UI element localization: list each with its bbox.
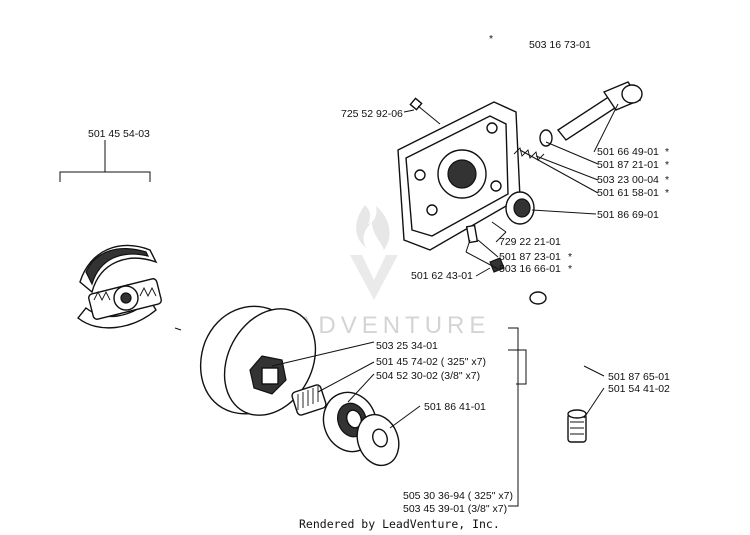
footer-credit: Rendered by LeadVenture, Inc. [299, 517, 500, 531]
label-5031666: 503 16 66-01 [499, 263, 561, 275]
washer [356, 413, 400, 467]
pump-spring [513, 147, 545, 161]
pump-hole-2 [426, 204, 438, 216]
rim-bore [346, 409, 362, 429]
label-5032300: 503 23 00-04 [597, 174, 659, 186]
needle-bearing [291, 384, 327, 416]
label-5018721: 501 87 21-01 [597, 159, 659, 171]
label-7255292: 725 52 92-06 [341, 108, 403, 120]
leader-5016158 [519, 149, 599, 194]
leader-5018669 [531, 209, 597, 215]
leader-5032534 [271, 341, 375, 367]
leader-7255292 [403, 109, 415, 113]
pump-hole-4 [490, 180, 502, 192]
label-7292221: 729 22 21-01 [499, 236, 561, 248]
seal-ring [539, 129, 553, 147]
pump-chamber-inner [447, 159, 477, 189]
label-5031673: 503 16 73-01 [529, 39, 591, 51]
label-5031666-star: * [568, 263, 572, 275]
pump-hole-3 [486, 122, 498, 134]
worm-inner [513, 198, 531, 218]
kit-bracket [508, 327, 519, 507]
watermark-flame-icon [350, 205, 398, 300]
screw-head [465, 224, 479, 244]
label-5032300-star: * [665, 174, 669, 186]
clutch-drum [199, 305, 317, 416]
leader-5018641 [389, 405, 421, 429]
leader-5018723 [477, 239, 499, 258]
leader-5045230 [347, 373, 375, 403]
washer-hole [372, 428, 388, 448]
label-5032534: 503 25 34-01 [376, 340, 438, 352]
oil-pump [397, 101, 521, 251]
spring-coil [513, 147, 545, 161]
screw-tip [465, 239, 471, 253]
label-5016158: 501 61 58-01 [597, 187, 659, 199]
label-5034539: 503 45 39-01 (3/8" x7) [403, 503, 507, 515]
clutch-spring-right [139, 286, 157, 298]
label-5018641: 501 86 41-01 [424, 401, 486, 413]
nut [489, 257, 505, 273]
hose-fitting [529, 291, 547, 305]
hose-outer [537, 297, 581, 393]
leader-5014574 [317, 361, 375, 393]
nut-body [489, 257, 505, 273]
adjust-screw [465, 224, 479, 253]
pin [491, 221, 507, 233]
pump-hole-1 [414, 169, 426, 181]
oil-hose [529, 291, 582, 393]
label-5016243: 501 62 43-01 [411, 270, 473, 282]
worm-gear [505, 191, 535, 225]
plunger-end [621, 84, 643, 104]
label-top-star: * [489, 33, 493, 45]
oil-filter [567, 409, 587, 443]
filter-top [567, 409, 587, 419]
label-5018721-star: * [665, 159, 669, 171]
clutch-assembly [59, 140, 162, 329]
label-5016649-star: * [665, 146, 669, 158]
label-5014554: 501 45 54-03 [88, 128, 150, 140]
label-5018723: 501 87 23-01 [499, 251, 561, 263]
label-5018765: 501 87 65-01 [608, 371, 670, 383]
label-5016158-star: * [665, 187, 669, 199]
sprocket-bracket [508, 349, 527, 385]
label-5018723-star: * [568, 251, 572, 263]
label-5014574: 501 45 74-02 ( 325" x7) [376, 356, 486, 368]
hose-inner [537, 296, 582, 393]
label-5018669: 501 86 69-01 [597, 209, 659, 221]
label-5045230: 504 52 30-02 (3/8" x7) [376, 370, 480, 382]
pump-seal [539, 129, 553, 147]
label-5015441: 501 54 41-02 [608, 383, 670, 395]
clutch-bracket [59, 171, 151, 182]
bearing-body [291, 384, 327, 416]
leader-7292221 [495, 231, 507, 243]
leader-5018721 [545, 141, 599, 165]
clutch-bore [120, 292, 132, 304]
leader-5031666 [465, 251, 499, 270]
pump-plunger [556, 81, 643, 141]
drum-hub [261, 367, 279, 385]
pin-body [491, 221, 507, 233]
bearing-needles [297, 386, 319, 410]
leader-5016649 [593, 103, 619, 153]
clutch-tick [174, 327, 182, 331]
leader-5015441 [583, 387, 605, 419]
label-5016649: 501 66 49-01 [597, 146, 659, 158]
bolt-shank [417, 105, 441, 125]
filter-ribs [570, 421, 584, 435]
clutch-shoe-top-shade [85, 248, 150, 286]
pump-bolt [409, 97, 441, 125]
leader-5018765 [583, 365, 605, 377]
label-5053036: 505 30 36-94 ( 325" x7) [403, 490, 513, 502]
leader-5032300 [535, 155, 599, 181]
clutch-spring-left [93, 290, 111, 302]
plunger-shaft [556, 95, 620, 141]
leader-5016243 [475, 267, 491, 277]
